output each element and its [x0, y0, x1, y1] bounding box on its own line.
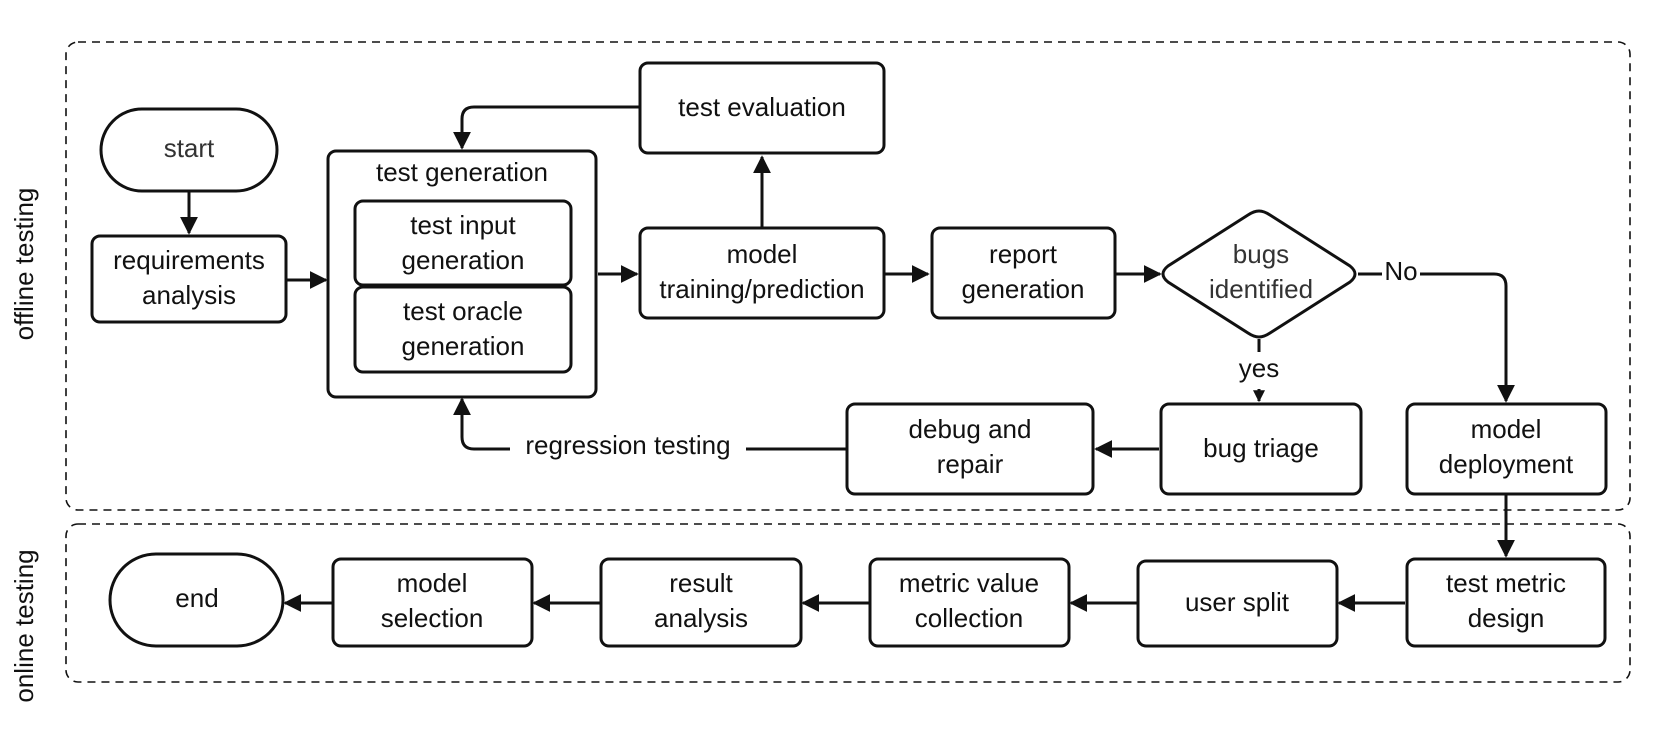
edge-bugs-no-deployment	[1420, 272, 1515, 403]
model-deployment-node: model deployment	[1405, 402, 1608, 496]
result-analysis-label-line1: result	[669, 568, 733, 598]
offline-testing-region	[65, 41, 1631, 511]
test-evaluation-node: test evaluation	[638, 61, 886, 155]
bug-triage-node: bug triage	[1159, 402, 1363, 496]
model-selection-label-line1: model	[397, 568, 468, 598]
debug-and-repair-node: debug and repair	[845, 402, 1095, 496]
test-input-generation-node: test input generation	[353, 199, 573, 287]
bugs-identified-label-line2: identified	[1209, 274, 1313, 304]
user-split-node: user split	[1136, 559, 1339, 648]
online-testing-region	[65, 523, 1631, 683]
test-input-label-line2: generation	[402, 245, 525, 275]
requirements-label-line1: requirements	[113, 245, 265, 275]
test-evaluation-label: test evaluation	[678, 92, 846, 122]
model-selection-label-line2: selection	[381, 603, 484, 633]
end-node: end	[108, 552, 285, 648]
yes-edge-label: yes	[1239, 353, 1279, 383]
test-generation-label: test generation	[376, 157, 548, 187]
bug-triage-label: bug triage	[1203, 433, 1319, 463]
test-oracle-label-line1: test oracle	[403, 296, 523, 326]
metric-value-label-line1: metric value	[899, 568, 1039, 598]
model-deployment-label-line1: model	[1471, 414, 1542, 444]
requirements-label-line2: analysis	[142, 280, 236, 310]
report-generation-label-line1: report	[989, 239, 1058, 269]
debug-repair-label-line2: repair	[937, 449, 1004, 479]
report-generation-label-line2: generation	[962, 274, 1085, 304]
model-deployment-label-line2: deployment	[1439, 449, 1574, 479]
model-training-label-line2: training/prediction	[659, 274, 864, 304]
test-metric-label-line2: design	[1468, 603, 1545, 633]
end-label: end	[175, 583, 218, 613]
no-edge-label: No	[1384, 256, 1417, 286]
model-training-node: model training/prediction	[638, 226, 886, 320]
test-metric-label-line1: test metric	[1446, 568, 1566, 598]
user-split-label: user split	[1185, 587, 1290, 617]
test-input-label-line1: test input	[410, 210, 516, 240]
offline-testing-label: offline testing	[9, 188, 39, 341]
bugs-identified-decision: bugs identified	[1161, 209, 1357, 339]
edge-evaluation-testgen	[453, 105, 640, 150]
test-oracle-generation-node: test oracle generation	[353, 285, 573, 374]
start-node: start	[99, 107, 279, 193]
bugs-identified-label-line1: bugs	[1233, 239, 1289, 269]
metric-value-collection-node: metric value collection	[868, 557, 1071, 648]
debug-repair-label-line1: debug and	[909, 414, 1032, 444]
model-selection-node: model selection	[331, 557, 534, 648]
requirements-analysis-node: requirements analysis	[90, 234, 288, 324]
start-label: start	[164, 133, 215, 163]
test-metric-design-node: test metric design	[1405, 557, 1607, 648]
result-analysis-label-line2: analysis	[654, 603, 748, 633]
report-generation-node: report generation	[930, 226, 1117, 320]
online-testing-label: online testing	[9, 549, 39, 702]
test-oracle-label-line2: generation	[402, 331, 525, 361]
result-analysis-node: result analysis	[599, 557, 803, 648]
metric-value-label-line2: collection	[915, 603, 1023, 633]
model-training-label-line1: model	[727, 239, 798, 269]
edge-regression-testgen	[453, 397, 510, 451]
regression-testing-label: regression testing	[525, 430, 730, 460]
